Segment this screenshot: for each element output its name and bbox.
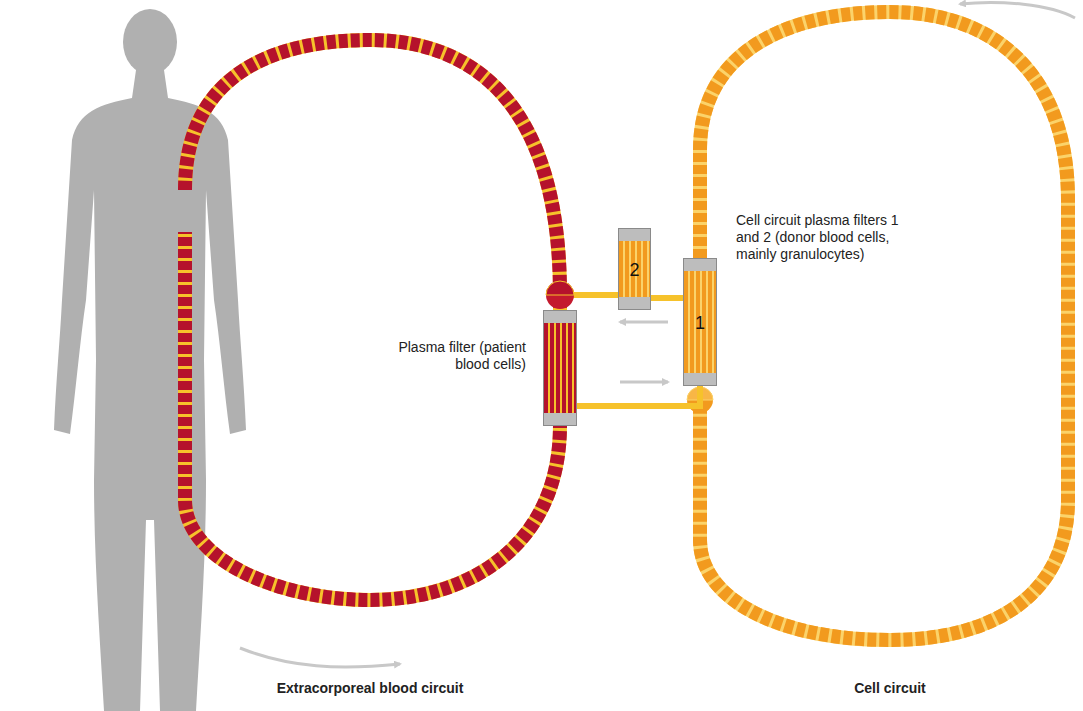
filter-cartridge: 2 bbox=[618, 228, 651, 310]
blood-circuit-tube bbox=[185, 40, 560, 600]
callout-number: 1 bbox=[684, 313, 716, 334]
callout-number: 2 bbox=[619, 260, 650, 281]
filter-label: Plasma filter (patient blood cells) bbox=[376, 339, 526, 373]
circuit-label: Extracorporeal blood circuit bbox=[220, 680, 520, 697]
human-silhouette bbox=[54, 9, 246, 711]
tube-connector bbox=[577, 386, 700, 406]
filter-cartridge: Plasma filter (patient blood cells) bbox=[543, 310, 577, 426]
tube-connector bbox=[651, 295, 683, 301]
filter-cartridge: 1 bbox=[683, 258, 717, 386]
filter-description: Cell circuit plasma filters 1 and 2 (don… bbox=[736, 212, 916, 263]
red-junction bbox=[546, 281, 574, 309]
flow-arrow bbox=[240, 3, 1075, 667]
circuit-label: Cell circuit bbox=[790, 680, 990, 697]
cell-circuit-tube bbox=[700, 12, 1068, 640]
